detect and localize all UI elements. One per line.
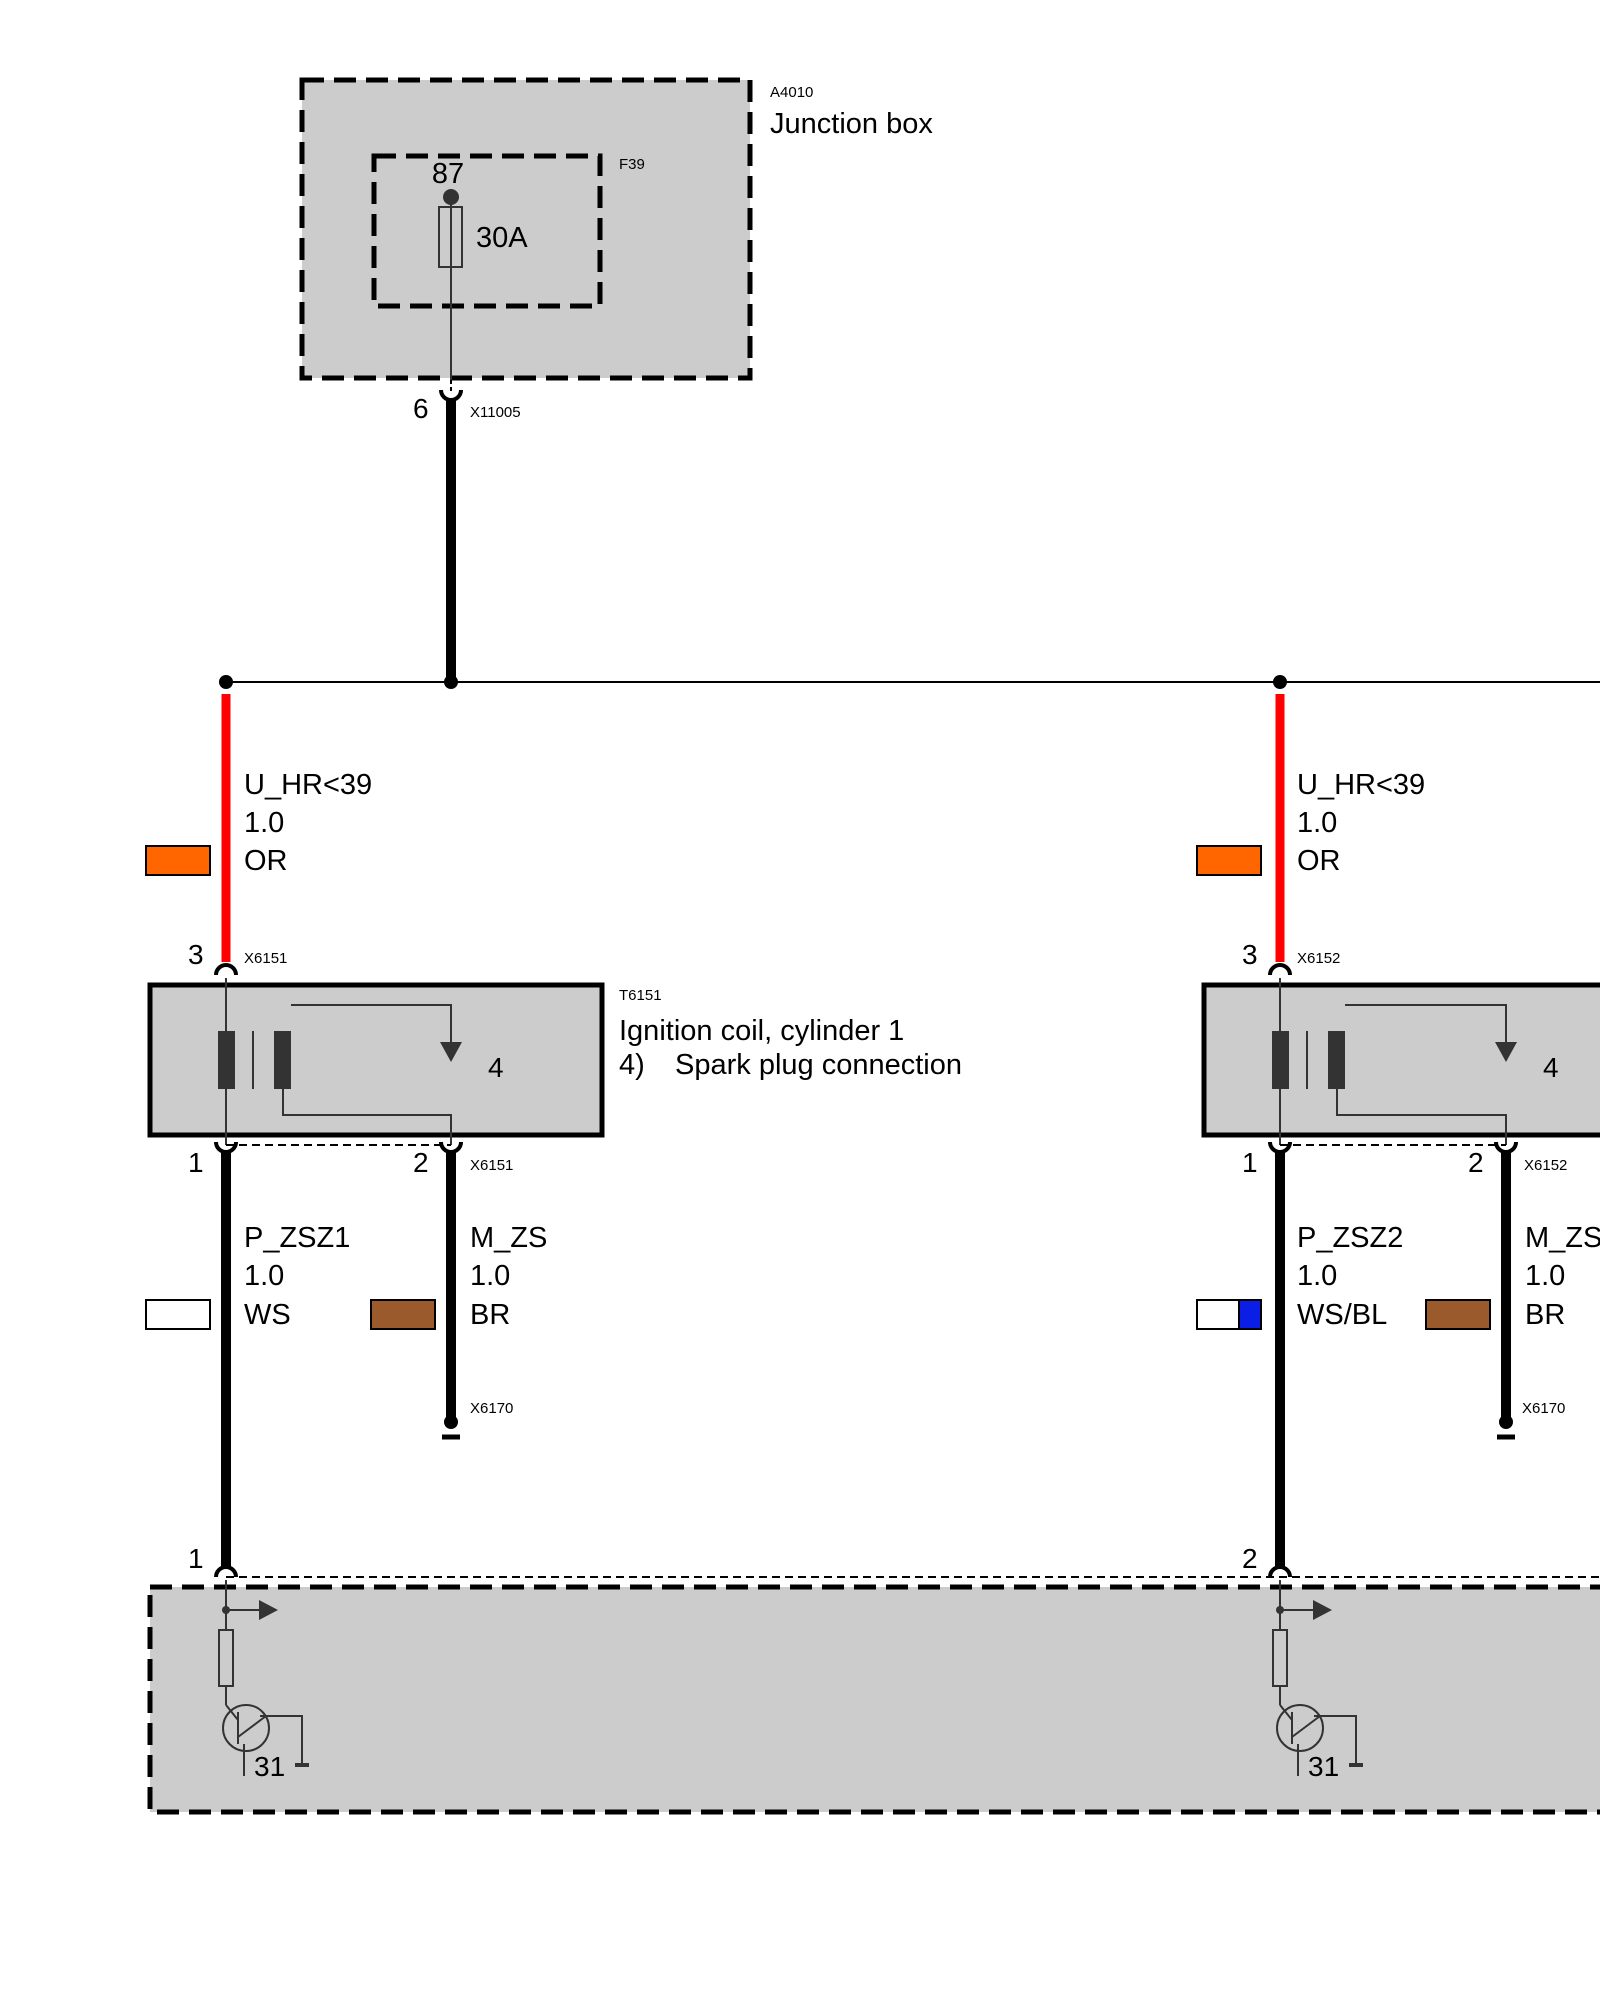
signal-color-code: WS [244,1299,291,1331]
in-connector-icon [214,963,238,976]
transformer-icon [218,978,462,1145]
fuse-id: F39 [619,156,645,173]
out-connector: X6151 [470,1157,513,1174]
ecu-ground: 31 [1308,1751,1339,1782]
in-connector: X6151 [244,950,287,967]
supply-gauge: 1.0 [244,807,284,839]
transistor-icon [1276,1704,1324,1752]
ecu-pin: 1 [188,1543,204,1574]
coil-box [1201,982,1600,1138]
component-id: T6151 [619,987,662,1004]
in-connector: X6152 [1297,950,1340,967]
bus-tap-dot [1273,675,1287,689]
in-pin: 3 [1242,939,1258,970]
ground-connector: X6170 [1522,1400,1565,1417]
signal-color-swatch [145,1299,211,1330]
signal-gauge: 1.0 [244,1260,284,1292]
output-arrow-icon [1313,1600,1332,1620]
bus-tap-dot [219,675,233,689]
ground-signal: M_ZS [470,1222,547,1254]
fuse-rating: 30A [476,222,528,254]
note-number: 4) [619,1049,645,1081]
spark-terminal: 4 [488,1052,504,1083]
ground-color-code: BR [1525,1299,1565,1331]
spark-arrow-icon [1495,1042,1517,1062]
out-connector: X6152 [1524,1157,1567,1174]
fuse-icon [438,206,463,268]
supply-color-swatch [1196,845,1262,876]
output-pin: 6 [413,393,429,424]
spark-terminal: 4 [1543,1052,1559,1083]
transistor-icon [222,1704,270,1752]
supply-color-code: OR [244,845,288,877]
driver-transistor-2: 31 [1272,1580,1363,1782]
coil-box [147,982,605,1138]
fuse-f39: F39 87 30A [371,153,645,380]
ground-signal: M_ZS [1525,1222,1600,1254]
supply-gauge: 1.0 [1297,807,1337,839]
ground-connector: X6170 [470,1400,513,1417]
output-arrow-icon [259,1600,278,1620]
out-pin-1: 1 [1242,1147,1258,1178]
junction-box-name: Junction box [770,108,933,140]
ecu-block: 31 31 [147,1576,1600,1815]
in-connector-icon [1268,963,1292,976]
ground-color-swatch [1425,1299,1491,1330]
out-pin-2: 2 [413,1147,429,1178]
spark-arrow-icon [440,1042,462,1062]
ground-gauge: 1.0 [470,1260,510,1292]
transformer-icon [1272,978,1517,1145]
signal-name: P_ZSZ2 [1297,1222,1403,1254]
signal-gauge: 1.0 [1297,1260,1337,1292]
signal-color-swatch [1196,1299,1262,1330]
ground-gauge: 1.0 [1525,1260,1565,1292]
component-name: Ignition coil, cylinder 1 [619,1015,904,1047]
fuse-terminal: 87 [432,158,464,190]
connector-x11005: 6 X11005 [413,380,521,424]
signal-color-code: WS/BL [1297,1299,1387,1331]
supply-signal: U_HR<39 [244,769,372,801]
junction-box-id: A4010 [770,84,813,101]
supply-color-code: OR [1297,845,1341,877]
out-pin-1: 1 [188,1147,204,1178]
bus-junction-dot [444,675,458,689]
ground-color-swatch [370,1299,436,1330]
coil-branch-1: U_HR<39 1.0 OR 3 X6151 T6151 Ignition co… [145,675,962,1578]
ecu-pin: 2 [1242,1543,1258,1574]
out-pin-2: 2 [1468,1147,1484,1178]
in-pin: 3 [188,939,204,970]
supply-color-swatch [145,845,211,876]
output-connector: X11005 [470,404,521,421]
signal-name: P_ZSZ1 [244,1222,350,1254]
coil-branch-2: U_HR<39 1.0 OR 3 X6152 4 1 2 X6152 P_ZSZ… [1196,675,1600,1578]
note-text: Spark plug connection [675,1049,962,1081]
driver-transistor-1: 31 [218,1580,309,1782]
ecu-ground: 31 [254,1751,285,1782]
ground-color-code: BR [470,1299,510,1331]
supply-signal: U_HR<39 [1297,769,1425,801]
junction-box: A4010 Junction box F39 87 30A [299,77,933,381]
